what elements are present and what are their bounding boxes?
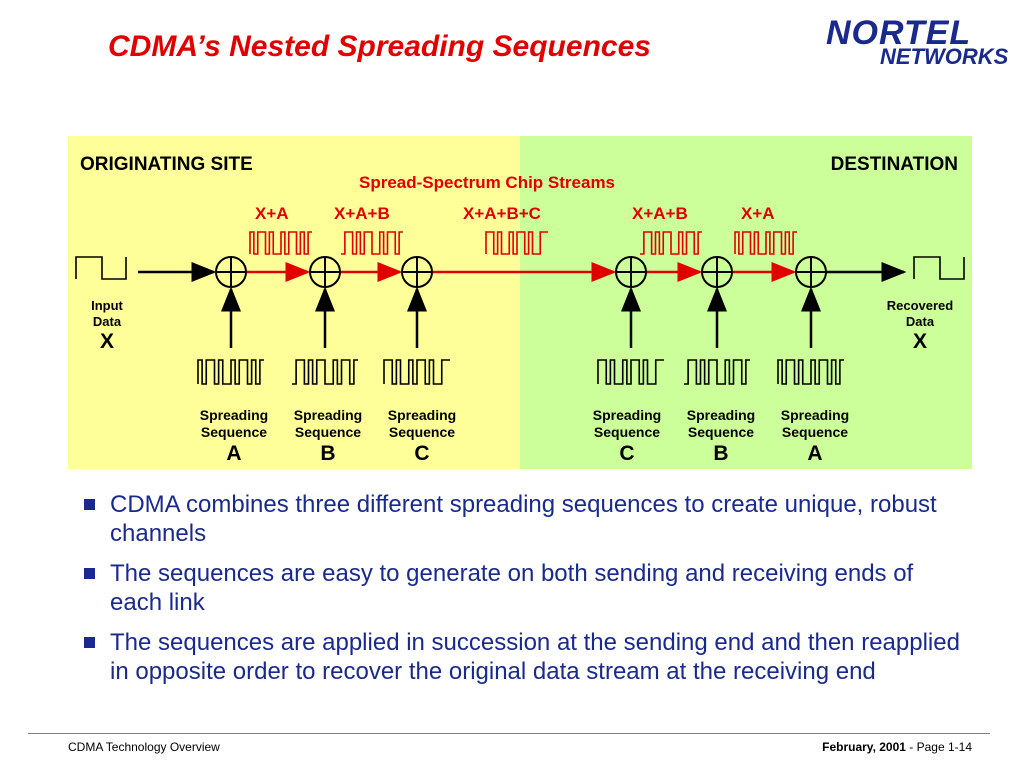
destination-label: DESTINATION [830, 154, 958, 175]
sequence-line2: Sequence [781, 424, 849, 440]
sequence-line1: Spreading [293, 407, 363, 423]
spreading-sequence-wave [597, 359, 664, 385]
sequence-line2: Sequence [687, 424, 755, 440]
bullet-text: CDMA combines three different spreading … [110, 491, 937, 547]
sequence-line1: Spreading [199, 407, 269, 423]
input-symbol: X [99, 330, 114, 353]
input-line1: Input [91, 298, 123, 313]
bullet-text: The sequences are applied in succession … [110, 629, 960, 685]
bullet-text: The sequences are easy to generate on bo… [110, 560, 914, 616]
footer-divider [28, 733, 990, 734]
chip-streams-caption: Spread-Spectrum Chip Streams [359, 173, 616, 192]
bullet-item: CDMA combines three different spreading … [84, 490, 964, 548]
sequence-label: Spreading Sequence A [186, 407, 282, 467]
sequence-letter: A [807, 442, 823, 465]
sequence-label: Spreading Sequence B [280, 407, 376, 467]
chip-stream-wave [734, 231, 797, 255]
spreading-sequence-wave [383, 359, 450, 385]
footer-title: CDMA Technology Overview [68, 740, 220, 754]
sequence-letter: A [226, 442, 242, 465]
diagram-graphics [68, 136, 972, 469]
sequence-line1: Spreading [686, 407, 756, 423]
sequence-label: Spreading Sequence B [673, 407, 769, 467]
footer-date: February, 2001 [822, 740, 906, 754]
bullet-list: CDMA combines three different spreading … [84, 490, 964, 697]
chip-stream-wave [341, 231, 403, 255]
stream-label: X+A+B [334, 204, 390, 223]
spreading-sequence-wave [197, 359, 264, 385]
output-symbol: X [912, 330, 927, 353]
sequence-label: Spreading Sequence A [767, 407, 863, 467]
sequence-line2: Sequence [294, 424, 362, 440]
input-data-label: Input Data X [78, 298, 136, 354]
output-line1: Recovered [886, 298, 954, 313]
stream-label: X+A+B+C [463, 204, 541, 223]
sequence-line2: Sequence [593, 424, 661, 440]
sequence-label: Spreading Sequence C [579, 407, 675, 467]
sequence-line1: Spreading [387, 407, 457, 423]
output-line2: Data [905, 314, 935, 329]
sequence-label: Spreading Sequence C [374, 407, 470, 467]
footer-page: Page 1-14 [916, 740, 972, 754]
logo-line2: NETWORKS [880, 44, 1009, 69]
origin-panel [68, 136, 520, 469]
stream-label: X+A [255, 204, 289, 223]
sequence-letter: B [320, 442, 336, 465]
footer-page-info: February, 2001 - Page 1-14 [822, 740, 972, 754]
bullet-square-icon [84, 499, 95, 510]
sequence-line1: Spreading [780, 407, 850, 423]
slide-title: CDMA’s Nested Spreading Sequences [108, 30, 651, 63]
chip-stream-wave [485, 231, 548, 255]
bullet-item: The sequences are easy to generate on bo… [84, 559, 964, 617]
bullet-square-icon [84, 568, 95, 579]
spreading-sequence-wave [684, 359, 750, 385]
chip-stream-wave [249, 231, 312, 255]
originating-site-label: ORIGINATING SITE [80, 154, 253, 175]
spreading-sequence-wave [292, 359, 358, 385]
destination-panel [520, 136, 972, 469]
recovered-data-label: Recovered Data X [873, 298, 967, 354]
input-pulse [75, 256, 127, 280]
sequence-line2: Sequence [200, 424, 268, 440]
sequence-letter: C [414, 442, 430, 465]
stream-label: X+A [741, 204, 775, 223]
output-pulse [913, 256, 965, 280]
sequence-line2: Sequence [388, 424, 456, 440]
sequence-letter: B [713, 442, 729, 465]
spreading-sequence-wave [777, 359, 844, 385]
chip-stream-wave [640, 231, 702, 255]
logo-line1: NORTEL [826, 14, 972, 52]
input-line2: Data [92, 314, 122, 329]
bullet-square-icon [84, 637, 95, 648]
stream-label: X+A+B [632, 204, 688, 223]
sequence-letter: C [619, 442, 635, 465]
cdma-diagram: ORIGINATING SITE DESTINATION Spread-Spec… [68, 136, 972, 469]
nortel-networks-logo: NORTEL NETWORKS [826, 14, 1012, 72]
sequence-line1: Spreading [592, 407, 662, 423]
bullet-item: The sequences are applied in succession … [84, 628, 964, 686]
footer-separator: - [905, 740, 917, 754]
